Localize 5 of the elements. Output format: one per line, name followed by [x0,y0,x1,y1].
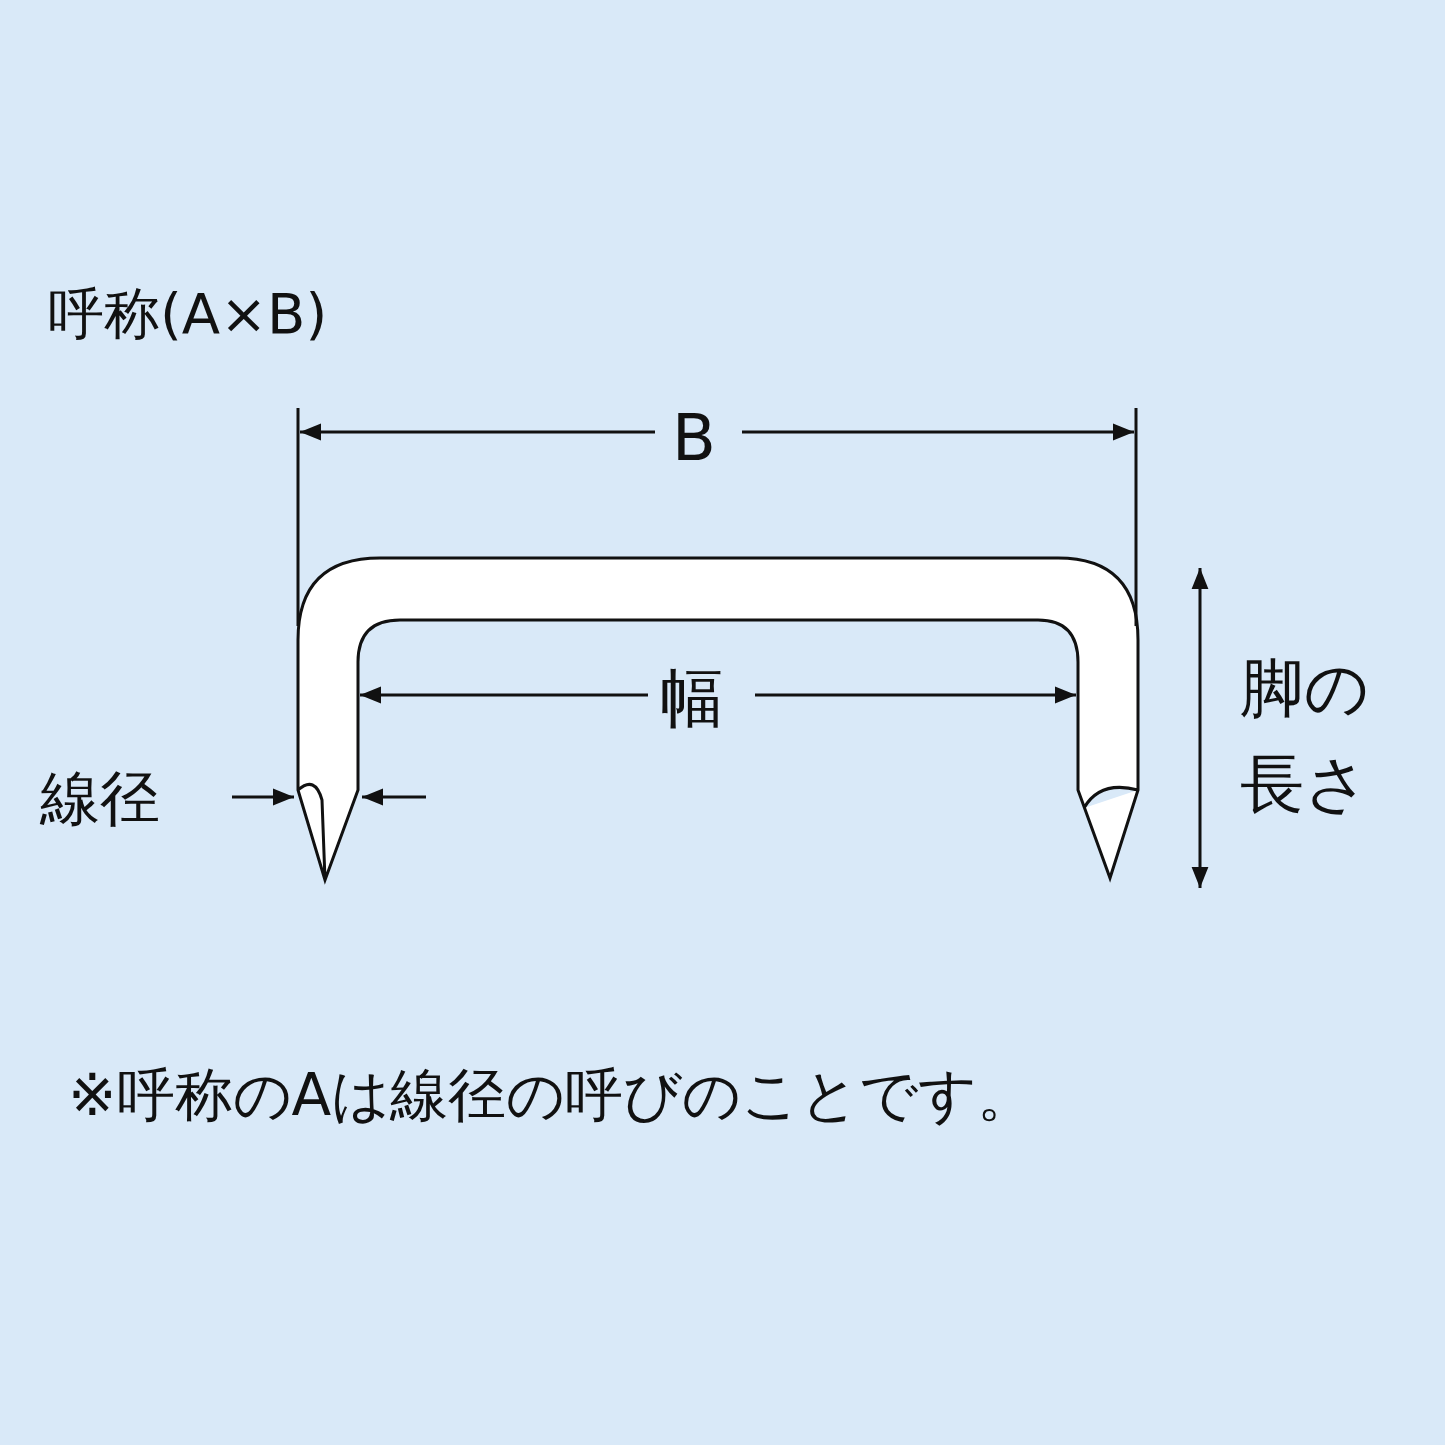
nominal-size-label: 呼称(A×B) [48,286,328,342]
note-text: ※呼称のAは線径の呼びのことです。 [68,1066,1036,1124]
dimension-label: 脚の長さ [1240,650,1371,823]
dimension-label: 線径 [40,768,160,828]
dimension-label: 幅 [660,666,724,730]
